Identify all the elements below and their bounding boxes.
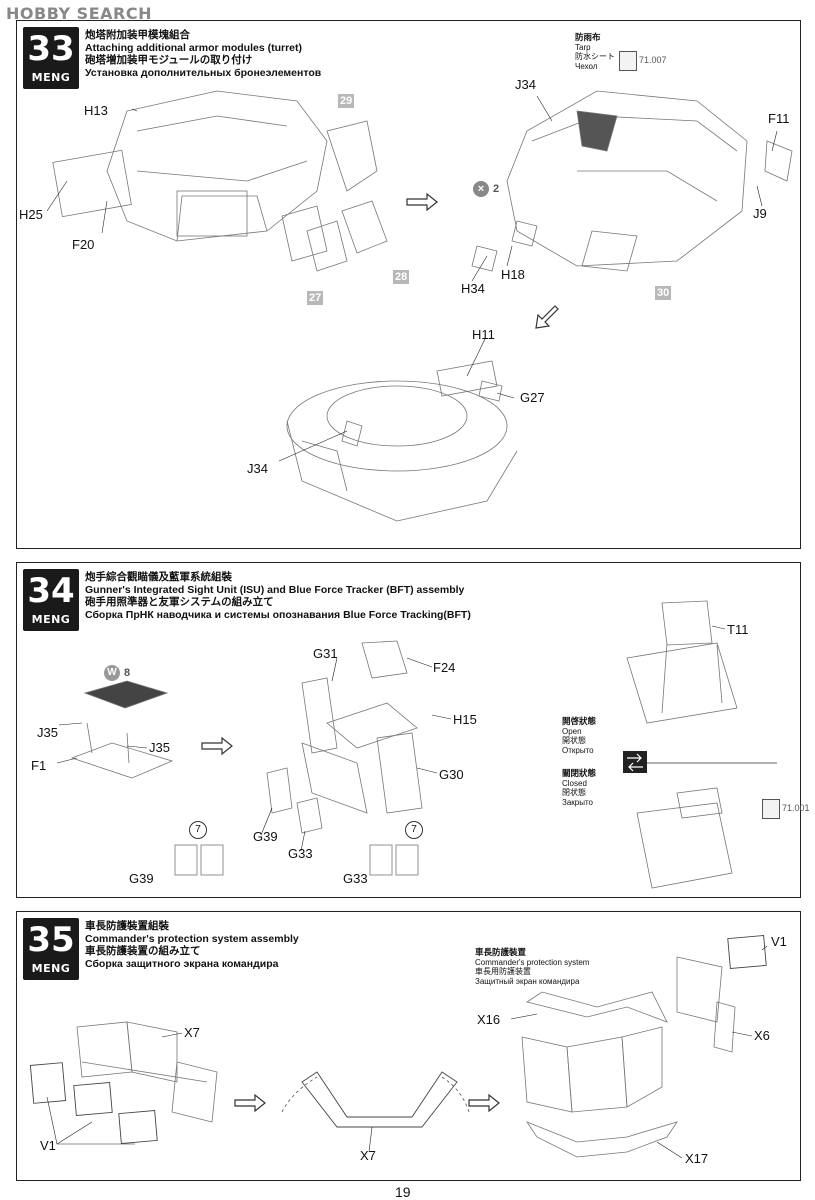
page-number: 19 [395, 1184, 411, 1200]
decal-icon: W [104, 665, 120, 681]
step-35-panel: 35 MENG 車長防護裝置組裝 Commander's protection … [16, 911, 801, 1181]
decal-number-badge: 7 [405, 821, 423, 839]
title-ru: Сборка защитного экрана командира [85, 957, 279, 970]
tarp-note: 防雨布 Tarp 防水シート Чехол [575, 32, 615, 71]
part-label: V1 [771, 934, 787, 949]
sub-assembly-tag: 28 [393, 270, 410, 284]
step-badge: 33 MENG [23, 27, 79, 89]
decal-count: 8 [124, 667, 131, 679]
part-label: H34 [461, 281, 485, 296]
open-zh: 開啓狀態 [562, 716, 597, 726]
part-label: G39 [129, 871, 154, 886]
callout-ja: 車長用防護装置 [475, 967, 531, 976]
step-badge: 35 MENG [23, 918, 79, 980]
callout-zh: 車長防護裝置 [475, 947, 527, 957]
step-titles: 炮手綜合觀瞄儀及藍軍系統組裝 Gunner's Integrated Sight… [85, 571, 471, 621]
part-label: G27 [520, 390, 545, 405]
title-zh: 炮塔附加装甲模塊組合 [85, 29, 190, 41]
brand-logo: MENG [31, 613, 71, 626]
sub-assembly-tag: 29 [338, 94, 355, 108]
closed-state-note: 關閉狀態 Closed 閉状態 Закрыто [562, 768, 597, 807]
title-zh: 炮手綜合觀瞄儀及藍軍系統組裝 [85, 571, 232, 583]
title-ru: Сборка ПрНК наводчика и системы опознава… [85, 608, 471, 621]
paint-brush-icon [619, 51, 637, 71]
title-en: Commander's protection system assembly [85, 932, 299, 945]
part-label: V1 [40, 1138, 56, 1153]
paint-reference: 71.001 [782, 803, 810, 813]
part-label: G30 [439, 767, 464, 782]
step-34-drawing [56, 600, 777, 889]
step-titles: 炮塔附加装甲模塊組合 Attaching additional armor mo… [85, 29, 321, 79]
sub-assembly-tag: 30 [655, 286, 672, 300]
step-35-drawing [29, 935, 768, 1159]
step-number: 35 [27, 920, 75, 960]
title-zh: 車長防護裝置組裝 [85, 920, 169, 932]
part-label: J34 [247, 461, 268, 476]
part-label: T11 [727, 622, 749, 637]
part-label: G39 [253, 829, 278, 844]
part-label: J35 [37, 725, 58, 740]
part-label: H18 [501, 267, 525, 282]
open-en: Open [562, 726, 582, 736]
title-en: Attaching additional armor modules (turr… [85, 41, 303, 54]
title-ja: 砲手用照準器と友軍システムの組み立て [85, 596, 274, 608]
part-label: H15 [453, 712, 477, 727]
step-titles: 車長防護裝置組裝 Commander's protection system a… [85, 920, 299, 970]
part-label: G33 [343, 871, 368, 886]
brand-logo: MENG [31, 71, 71, 84]
part-label: X7 [360, 1148, 376, 1163]
tarp-ja: 防水シート [575, 52, 615, 61]
part-label: H25 [19, 207, 43, 222]
title-ja: 車長防護装置の組み立て [85, 945, 201, 957]
callout-note: 車長防護裝置 Commander's protection system 車長用… [475, 947, 590, 986]
step-badge: 34 MENG [23, 569, 79, 631]
open-ja: 開状態 [562, 736, 586, 745]
part-label: X16 [477, 1012, 501, 1027]
step-number: 34 [27, 571, 75, 611]
part-label: J9 [753, 206, 767, 221]
open-state-note: 開啓狀態 Open 開状態 Открыто [562, 716, 597, 755]
callout-en: Commander's protection system [475, 957, 590, 967]
closed-en: Closed [562, 778, 587, 788]
title-ru: Установка дополнительных бронеэлементов [85, 66, 322, 79]
part-label: F1 [31, 758, 47, 773]
step-number: 33 [27, 29, 75, 69]
paint-reference: 71.007 [639, 55, 667, 65]
part-label: J35 [149, 740, 170, 755]
part-label: J34 [515, 77, 536, 92]
brand-logo: MENG [31, 962, 71, 975]
part-label: X6 [754, 1028, 770, 1043]
step-34-panel: 34 MENG 炮手綜合觀瞄儀及藍軍系統組裝 Gunner's Integrat… [16, 562, 810, 898]
part-label: H11 [472, 327, 495, 342]
tarp-ru: Чехол [575, 61, 598, 71]
part-label: X7 [184, 1025, 200, 1040]
part-label: G31 [313, 646, 338, 661]
callout-ru: Защитный экран командира [475, 976, 580, 986]
part-label: F24 [433, 660, 456, 675]
part-label: X17 [685, 1151, 709, 1166]
sub-assembly-tag: 27 [307, 291, 324, 305]
multiply-icon: × [473, 181, 489, 197]
closed-zh: 關閉狀態 [562, 768, 597, 778]
part-label: H13 [84, 103, 108, 118]
closed-ja: 閉状態 [562, 788, 586, 797]
step-33-drawing [46, 90, 793, 522]
part-label: F20 [72, 237, 95, 252]
part-label: F11 [768, 111, 790, 126]
open-ru: Открыто [562, 745, 594, 755]
title-ja: 砲塔増加装甲モジュールの取り付け [85, 54, 253, 66]
part-label: G33 [288, 846, 313, 861]
step-33-panel: 33 MENG 炮塔附加装甲模塊組合 Attaching additional … [16, 20, 801, 549]
multiplier-count: 2 [493, 183, 500, 195]
tarp-zh: 防雨布 [575, 32, 601, 42]
paint-brush-icon [762, 799, 780, 819]
watermark: HOBBY SEARCH [6, 4, 152, 23]
decal-number-badge: 7 [189, 821, 207, 839]
closed-ru: Закрыто [562, 797, 594, 807]
title-en: Gunner's Integrated Sight Unit (ISU) and… [85, 583, 465, 596]
tarp-en: Tarp [575, 42, 591, 52]
